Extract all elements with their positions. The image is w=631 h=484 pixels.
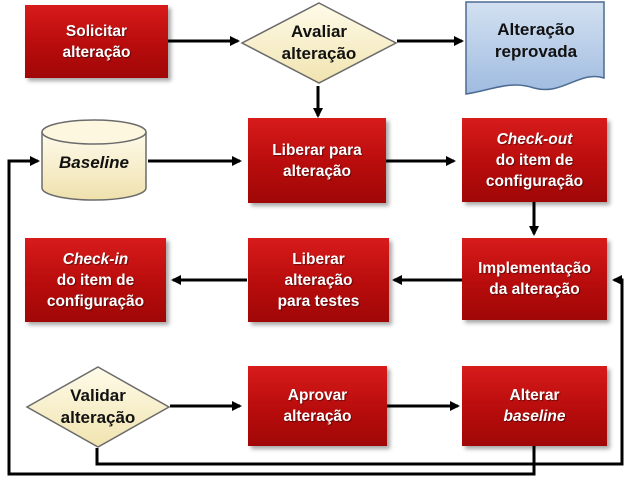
process-solicitar-alteracao: Solicitar alteração	[25, 5, 168, 78]
node-line: do item de	[56, 271, 135, 289]
process-check-in: Check-in do item de configuração	[25, 238, 166, 322]
node-line: Liberar	[292, 250, 345, 268]
node-line: Aprovar	[287, 387, 348, 404]
decision-validar-label: Validar alteração	[24, 364, 172, 450]
loop-validar-to-implementacao	[95, 275, 624, 466]
node-line: Alterar	[509, 387, 560, 404]
node-line: alteração	[62, 43, 131, 61]
node-line: alteração	[282, 162, 352, 180]
process-liberar-alteracao-para-testes: Liberar alteração para testes	[248, 238, 389, 322]
process-aprovar-alteracao: Aprovar alteração	[248, 366, 387, 446]
node-line: alteração	[284, 271, 353, 289]
node-line: alteração	[281, 44, 357, 63]
database-baseline	[41, 119, 147, 201]
node-line: Check-in	[62, 250, 129, 268]
process-liberar-para-alteracao: Liberar para alteração	[248, 118, 386, 203]
node-line: Alteração	[497, 20, 575, 39]
process-implementacao-da-alteracao: Implementação da alteração	[462, 238, 607, 320]
decision-validar-alteracao	[25, 366, 171, 448]
node-line: Check-out	[496, 130, 573, 148]
node-line: configuração	[485, 172, 584, 190]
database-baseline-label: Baseline	[38, 140, 150, 186]
node-line: Validar	[70, 386, 126, 405]
node-line: Liberar para	[272, 141, 362, 159]
document-reprovada-label: Alteração reprovada	[466, 2, 606, 80]
node-line: Solicitar	[65, 22, 128, 40]
node-line: alteração	[283, 408, 352, 425]
node-line: da alteração	[489, 281, 580, 298]
node-line: reprovada	[494, 42, 578, 61]
process-check-out: Check-out do item de configuração	[462, 118, 607, 202]
decision-avaliar-alteracao	[240, 2, 398, 84]
node-line: Avaliar	[290, 22, 348, 41]
node-line: configuração	[46, 292, 145, 310]
process-alterar-baseline: Alterar baseline	[462, 366, 607, 446]
decision-avaliar-label: Avaliar alteração	[238, 0, 400, 86]
node-line: do item de	[495, 151, 574, 169]
loop-alterar-baseline-to-baseline	[7, 156, 536, 476]
node-line: Baseline	[59, 153, 129, 172]
node-line: baseline	[503, 408, 566, 425]
node-line: para testes	[277, 292, 360, 310]
document-alteracao-reprovada	[465, 1, 605, 95]
node-line: alteração	[60, 408, 136, 427]
node-line: Implementação	[478, 260, 591, 277]
